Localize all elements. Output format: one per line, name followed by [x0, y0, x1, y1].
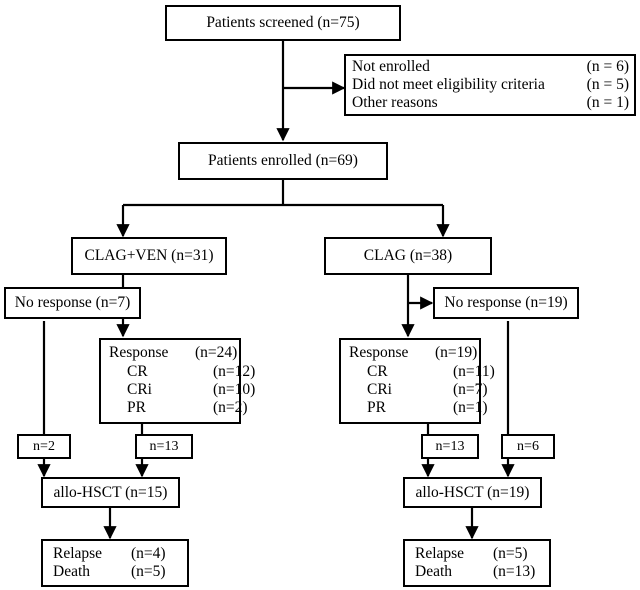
outcome-right-row-count: (n=13)	[493, 563, 536, 580]
node-response-left: Response (n=24) CR (n=12) CRi (n=10) PR …	[99, 338, 255, 424]
not-enrolled-heading-label: Not enrolled	[352, 57, 430, 75]
not-enrolled-heading-row: Not enrolled (n = 6)	[346, 58, 634, 76]
response-left-row: CRi (n=10)	[109, 381, 255, 399]
response-right-row: CR (n=11)	[349, 362, 495, 381]
node-allo-hsct-right-label: allo-HSCT (n=19)	[415, 483, 530, 501]
response-left-row-count: (n=24)	[195, 344, 238, 362]
node-no-response-right-label: No response (n=19)	[444, 294, 568, 312]
response-right-row: PR (n=1)	[349, 399, 488, 417]
response-left-row-count: (n=10)	[213, 381, 256, 398]
outcome-left-row-label: Relapse	[53, 544, 103, 562]
response-right-row-count: (n=7)	[453, 381, 488, 398]
response-left-row-label: CRi	[127, 381, 152, 398]
edge-tag-left-no-response: n=2	[17, 434, 71, 459]
node-patients-enrolled: Patients enrolled (n=69)	[178, 142, 388, 180]
not-enrolled-row: Other reasons (n = 1)	[346, 94, 634, 112]
not-enrolled-row: Did not meet eligibility criteria (n = 5…	[346, 76, 634, 94]
response-right-row-count: (n=19)	[435, 344, 478, 362]
edge-tag-left-response: n=13	[135, 434, 193, 459]
response-left-row-count: (n=2)	[213, 399, 248, 417]
response-left-row: CR (n=12)	[109, 362, 255, 381]
response-left-row-label: Response	[109, 344, 169, 362]
response-right-row-label: Response	[349, 344, 409, 362]
node-arm-clag: CLAG (n=38)	[324, 237, 492, 275]
node-arm-clag-ven: CLAG+VEN (n=31)	[71, 237, 227, 275]
edge-tag-left-no-response-label: n=2	[33, 438, 55, 454]
node-no-response-left: No response (n=7)	[4, 287, 141, 319]
not-enrolled-row-label: Other reasons	[352, 94, 438, 112]
node-outcome-left: Relapse (n=4) Death (n=5)	[41, 539, 189, 587]
edge-tag-left-response-label: n=13	[149, 438, 179, 454]
response-right-row: CRi (n=7)	[349, 381, 488, 399]
outcome-left-row-label: Death	[53, 563, 91, 580]
node-not-enrolled: Not enrolled (n = 6) Did not meet eligib…	[344, 54, 636, 116]
node-allo-hsct-left-label: allo-HSCT (n=15)	[53, 483, 168, 501]
response-left-row: Response (n=24)	[109, 344, 239, 362]
response-right-row-count: (n=1)	[453, 399, 488, 417]
outcome-right-row-count: (n=5)	[493, 544, 528, 562]
node-response-right: Response (n=19) CR (n=11) CRi (n=7) PR (…	[339, 338, 495, 424]
node-patients-screened: Patients screened (n=75)	[165, 5, 401, 41]
node-arm-clag-label: CLAG (n=38)	[363, 247, 453, 265]
edge-tag-right-no-response: n=6	[501, 434, 555, 459]
not-enrolled-row-count: (n = 5)	[586, 75, 629, 93]
response-left-row-label: PR	[127, 399, 146, 417]
node-outcome-right: Relapse (n=5) Death (n=13)	[403, 539, 551, 587]
response-left-row-label: CR	[127, 362, 148, 380]
edge-tag-right-response-label: n=13	[435, 438, 465, 454]
node-no-response-right: No response (n=19)	[433, 287, 579, 319]
response-right-row: Response (n=19)	[349, 344, 479, 362]
outcome-left-row-count: (n=4)	[131, 544, 166, 562]
not-enrolled-row-label: Did not meet eligibility criteria	[352, 75, 545, 93]
response-left-row-count: (n=12)	[213, 362, 256, 380]
response-right-row-label: PR	[367, 399, 386, 417]
node-allo-hsct-right: allo-HSCT (n=19)	[403, 477, 542, 508]
outcome-right-row-label: Death	[415, 563, 453, 580]
node-arm-clag-ven-label: CLAG+VEN (n=31)	[84, 247, 214, 265]
edge-tag-right-no-response-label: n=6	[517, 438, 539, 454]
outcome-right-row-label: Relapse	[415, 544, 465, 562]
response-left-row: PR (n=2)	[109, 399, 248, 417]
node-patients-screened-label: Patients screened (n=75)	[206, 14, 360, 32]
edge-tag-right-response: n=13	[421, 434, 479, 459]
response-right-row-label: CR	[367, 362, 388, 380]
node-no-response-left-label: No response (n=7)	[14, 294, 131, 312]
outcome-right-row: Relapse (n=5)	[415, 545, 549, 563]
outcome-left-row-count: (n=5)	[131, 563, 166, 580]
node-patients-enrolled-label: Patients enrolled (n=69)	[208, 152, 358, 170]
outcome-left-row: Relapse (n=4)	[53, 545, 187, 563]
outcome-right-row: Death (n=13)	[415, 563, 549, 581]
response-right-row-count: (n=11)	[453, 362, 495, 380]
outcome-left-row: Death (n=5)	[53, 563, 187, 581]
not-enrolled-heading-count: (n = 6)	[586, 57, 629, 75]
response-right-row-label: CRi	[367, 381, 392, 398]
not-enrolled-row-count: (n = 1)	[586, 94, 629, 112]
node-allo-hsct-left: allo-HSCT (n=15)	[41, 477, 180, 508]
